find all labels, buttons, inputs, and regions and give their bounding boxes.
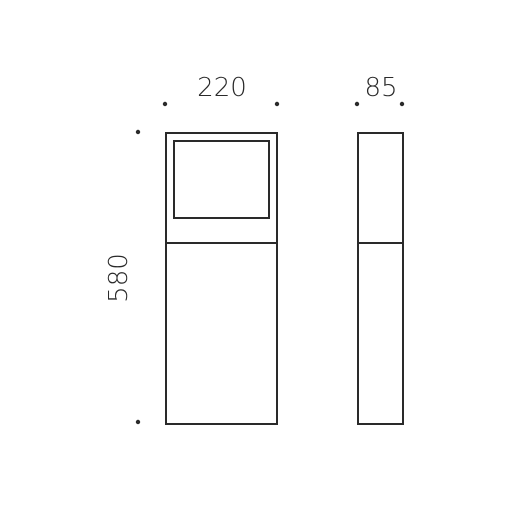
front-body-outline xyxy=(165,132,278,425)
height-dimension: 580 xyxy=(104,129,141,425)
depth-dimension: 85 xyxy=(354,73,405,107)
height-marker-top xyxy=(135,129,141,135)
front-view xyxy=(165,132,278,425)
side-body-outline xyxy=(357,132,404,425)
height-marker-bottom xyxy=(135,419,141,425)
width-label: 220 xyxy=(197,73,247,103)
side-view xyxy=(357,132,404,425)
height-label: 580 xyxy=(104,253,134,303)
front-lamp-window xyxy=(173,140,270,219)
depth-marker-right xyxy=(399,101,405,107)
depth-marker-left xyxy=(354,101,360,107)
width-dimension: 220 xyxy=(162,73,280,107)
width-marker-left xyxy=(162,101,168,107)
width-marker-right xyxy=(274,101,280,107)
depth-label: 85 xyxy=(364,73,397,103)
